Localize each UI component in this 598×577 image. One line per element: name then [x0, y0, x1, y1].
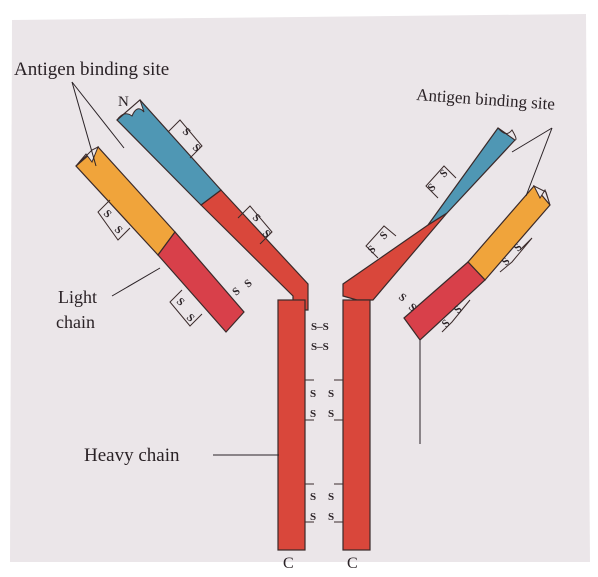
c-terminus-label-right: C: [347, 555, 358, 572]
s-tail-left-upper-2: S: [310, 408, 316, 420]
antigen-binding-site-label-left: Antigen binding site: [14, 59, 169, 80]
light-chain-label-line1: Light: [58, 287, 97, 307]
s-tail-left-lower-1: S: [310, 491, 316, 503]
s-tail-right-lower-2: S: [328, 511, 334, 523]
n-terminus-label: N: [118, 94, 129, 110]
heavy-chain-left-tail: [278, 300, 305, 550]
c-terminus-label-left: C: [283, 555, 294, 572]
s-tail-left-upper-1: S: [310, 388, 316, 400]
light-chain-label-line2: chain: [56, 312, 95, 332]
hinge-bond-lower: S–S: [311, 341, 329, 353]
s-tail-left-lower-2: S: [310, 511, 316, 523]
s-tail-right-upper-1: S: [328, 388, 334, 400]
heavy-chain-label: Heavy chain: [84, 445, 180, 466]
s-tail-right-lower-1: S: [328, 491, 334, 503]
s-tail-right-upper-2: S: [328, 408, 334, 420]
heavy-chain-right-tail: [343, 300, 370, 550]
hinge-bond-upper: S–S: [311, 321, 329, 333]
